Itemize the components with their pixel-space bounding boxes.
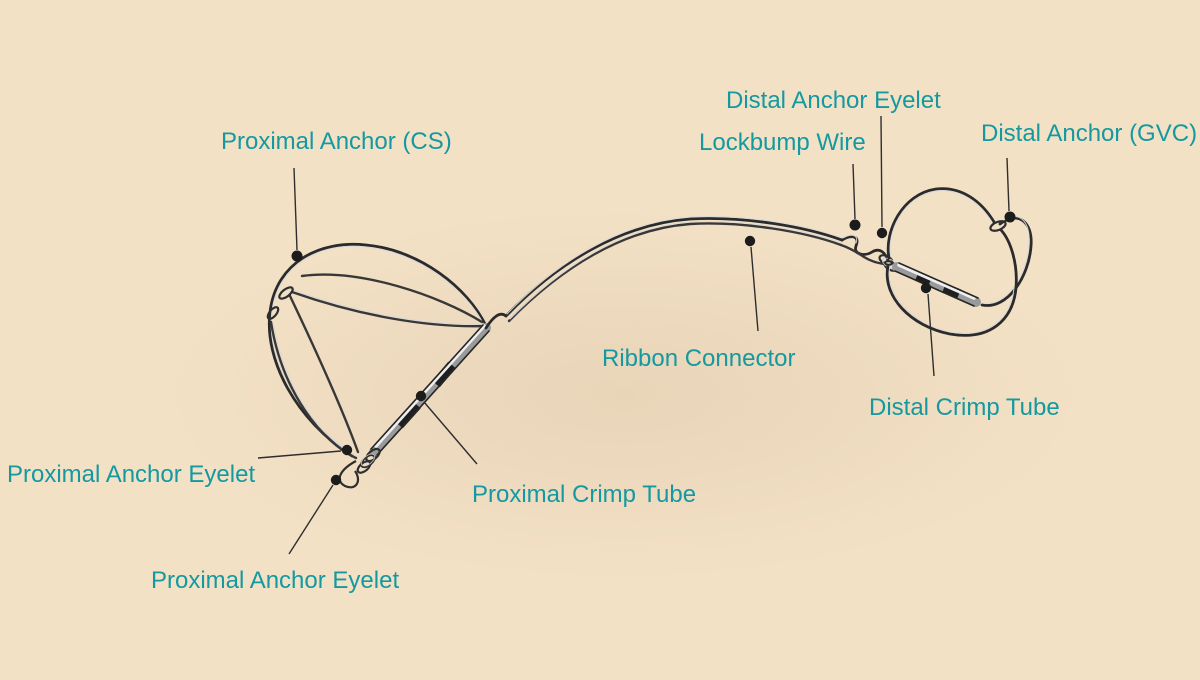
- pointer-dot: [920, 282, 932, 294]
- label-proximal-anchor-eyelet-left: Proximal Anchor Eyelet: [7, 461, 256, 488]
- distal-anchor-wire-highlight: [888, 265, 1015, 334]
- annotation-lockbump-wire: [849, 163, 861, 231]
- ribbon-wire: [507, 222, 843, 323]
- proximal-crimp-tube-band: [432, 361, 456, 388]
- lockbump-merge-wire: [839, 243, 886, 266]
- label-distal-crimp-tube: Distal Crimp Tube: [869, 394, 1060, 421]
- label-distal-anchor-gvc: Distal Anchor (GVC): [981, 120, 1198, 147]
- annotation-distal-anchor-eyelet: [876, 115, 888, 239]
- distal-anchor-wire-highlight: [889, 190, 993, 258]
- label-ribbon-connector: Ribbon Connector: [602, 345, 796, 372]
- distal-anchor: [885, 187, 1033, 337]
- pointer-dot: [415, 390, 427, 402]
- pointer-dot: [291, 250, 303, 262]
- proximal-eyelet-loop: [338, 460, 360, 489]
- proximal-crimp-tube-edge: [376, 330, 490, 456]
- annotation-proximal-anchor-cs: [291, 167, 303, 262]
- distal-crimp-tube-edge: [898, 262, 979, 299]
- pointer-dot: [876, 227, 888, 239]
- distal-crimp-tube-body: [892, 262, 981, 307]
- leader-line: [293, 167, 298, 251]
- ribbon-wire: [504, 217, 844, 318]
- annotation-proximal-crimp-tube: [415, 390, 478, 465]
- proximal-anchor-wire: [269, 320, 358, 460]
- distal-crimp-tube: [892, 262, 981, 307]
- label-proximal-anchor-eyelet-bottom: Proximal Anchor Eyelet: [151, 567, 400, 594]
- leader-line: [880, 115, 883, 228]
- leader-line: [927, 293, 935, 377]
- proximal-anchor-wire: [300, 273, 484, 324]
- distal-crimp-tube-band: [942, 283, 961, 299]
- annotation-proximal-anchor-eyelet-bottom: [288, 474, 342, 555]
- label-proximal-anchor-cs: Proximal Anchor (CS): [221, 128, 452, 155]
- leader-line: [288, 484, 334, 555]
- proximal-crimp-tube-band: [395, 401, 421, 429]
- proximal-crimp-tube: [369, 312, 508, 457]
- pointer-dot: [849, 219, 861, 231]
- ribbon-wire-highlight: [509, 221, 842, 320]
- distal-crimp-tube-highlight: [897, 263, 976, 300]
- pointer-dot: [341, 444, 353, 456]
- label-distal-anchor-eyelet: Distal Anchor Eyelet: [726, 87, 941, 114]
- ribbon-wire-highlight: [506, 216, 843, 315]
- distal-anchor-twist: [989, 220, 1007, 232]
- leader-line: [1006, 157, 1010, 212]
- proximal-anchor-twist: [266, 306, 280, 320]
- proximal-anchor-wire-highlight: [270, 245, 485, 455]
- leader-line: [423, 401, 478, 465]
- proximal-crimp-tube-edge: [370, 324, 484, 450]
- distal-anchor-wire: [885, 228, 1018, 337]
- leader-line: [257, 450, 342, 459]
- proximal-anchor-twist: [278, 286, 294, 300]
- annotation-proximal-anchor-eyelet-left: [257, 444, 353, 459]
- proximal-anchor-wire-highlight: [272, 321, 357, 457]
- proximal-crimp-tube-highlight: [374, 324, 486, 448]
- lockbump-wire: [839, 234, 890, 266]
- proximal-anchor: [266, 242, 488, 460]
- proximal-anchor-wire: [288, 294, 360, 454]
- proximal-anchor-eyelet: [338, 447, 381, 489]
- label-lockbump-wire: Lockbump Wire: [699, 129, 866, 156]
- distal-anchor-wire: [886, 187, 996, 260]
- pointer-dot: [330, 474, 342, 486]
- proximal-anchor-wire: [290, 290, 488, 328]
- ribbon-connector: [504, 216, 844, 323]
- annotation-distal-crimp-tube: [920, 282, 935, 377]
- proximal-anchor-wire-highlight: [292, 289, 486, 325]
- distal-crimp-tube-band: [914, 271, 933, 287]
- annotation-distal-anchor-gvc: [1004, 157, 1016, 223]
- distal-anchor-wire: [980, 216, 1033, 307]
- distal-anchor-wire-highlight: [982, 216, 1030, 304]
- annotation-ribbon-connector: [744, 235, 759, 332]
- proximal-crimp-tube-body: [369, 323, 491, 457]
- proximal-hook-wire: [484, 312, 508, 330]
- leader-line: [750, 246, 759, 332]
- leader-line: [852, 163, 856, 220]
- distal-crimp-tube-edge: [894, 270, 975, 307]
- label-proximal-crimp-tube: Proximal Crimp Tube: [472, 481, 697, 508]
- pointer-dot: [744, 235, 756, 247]
- pointer-dot: [1004, 211, 1016, 223]
- proximal-eyelet-coil-highlight: [360, 453, 376, 467]
- lockbump-highlight: [842, 234, 858, 244]
